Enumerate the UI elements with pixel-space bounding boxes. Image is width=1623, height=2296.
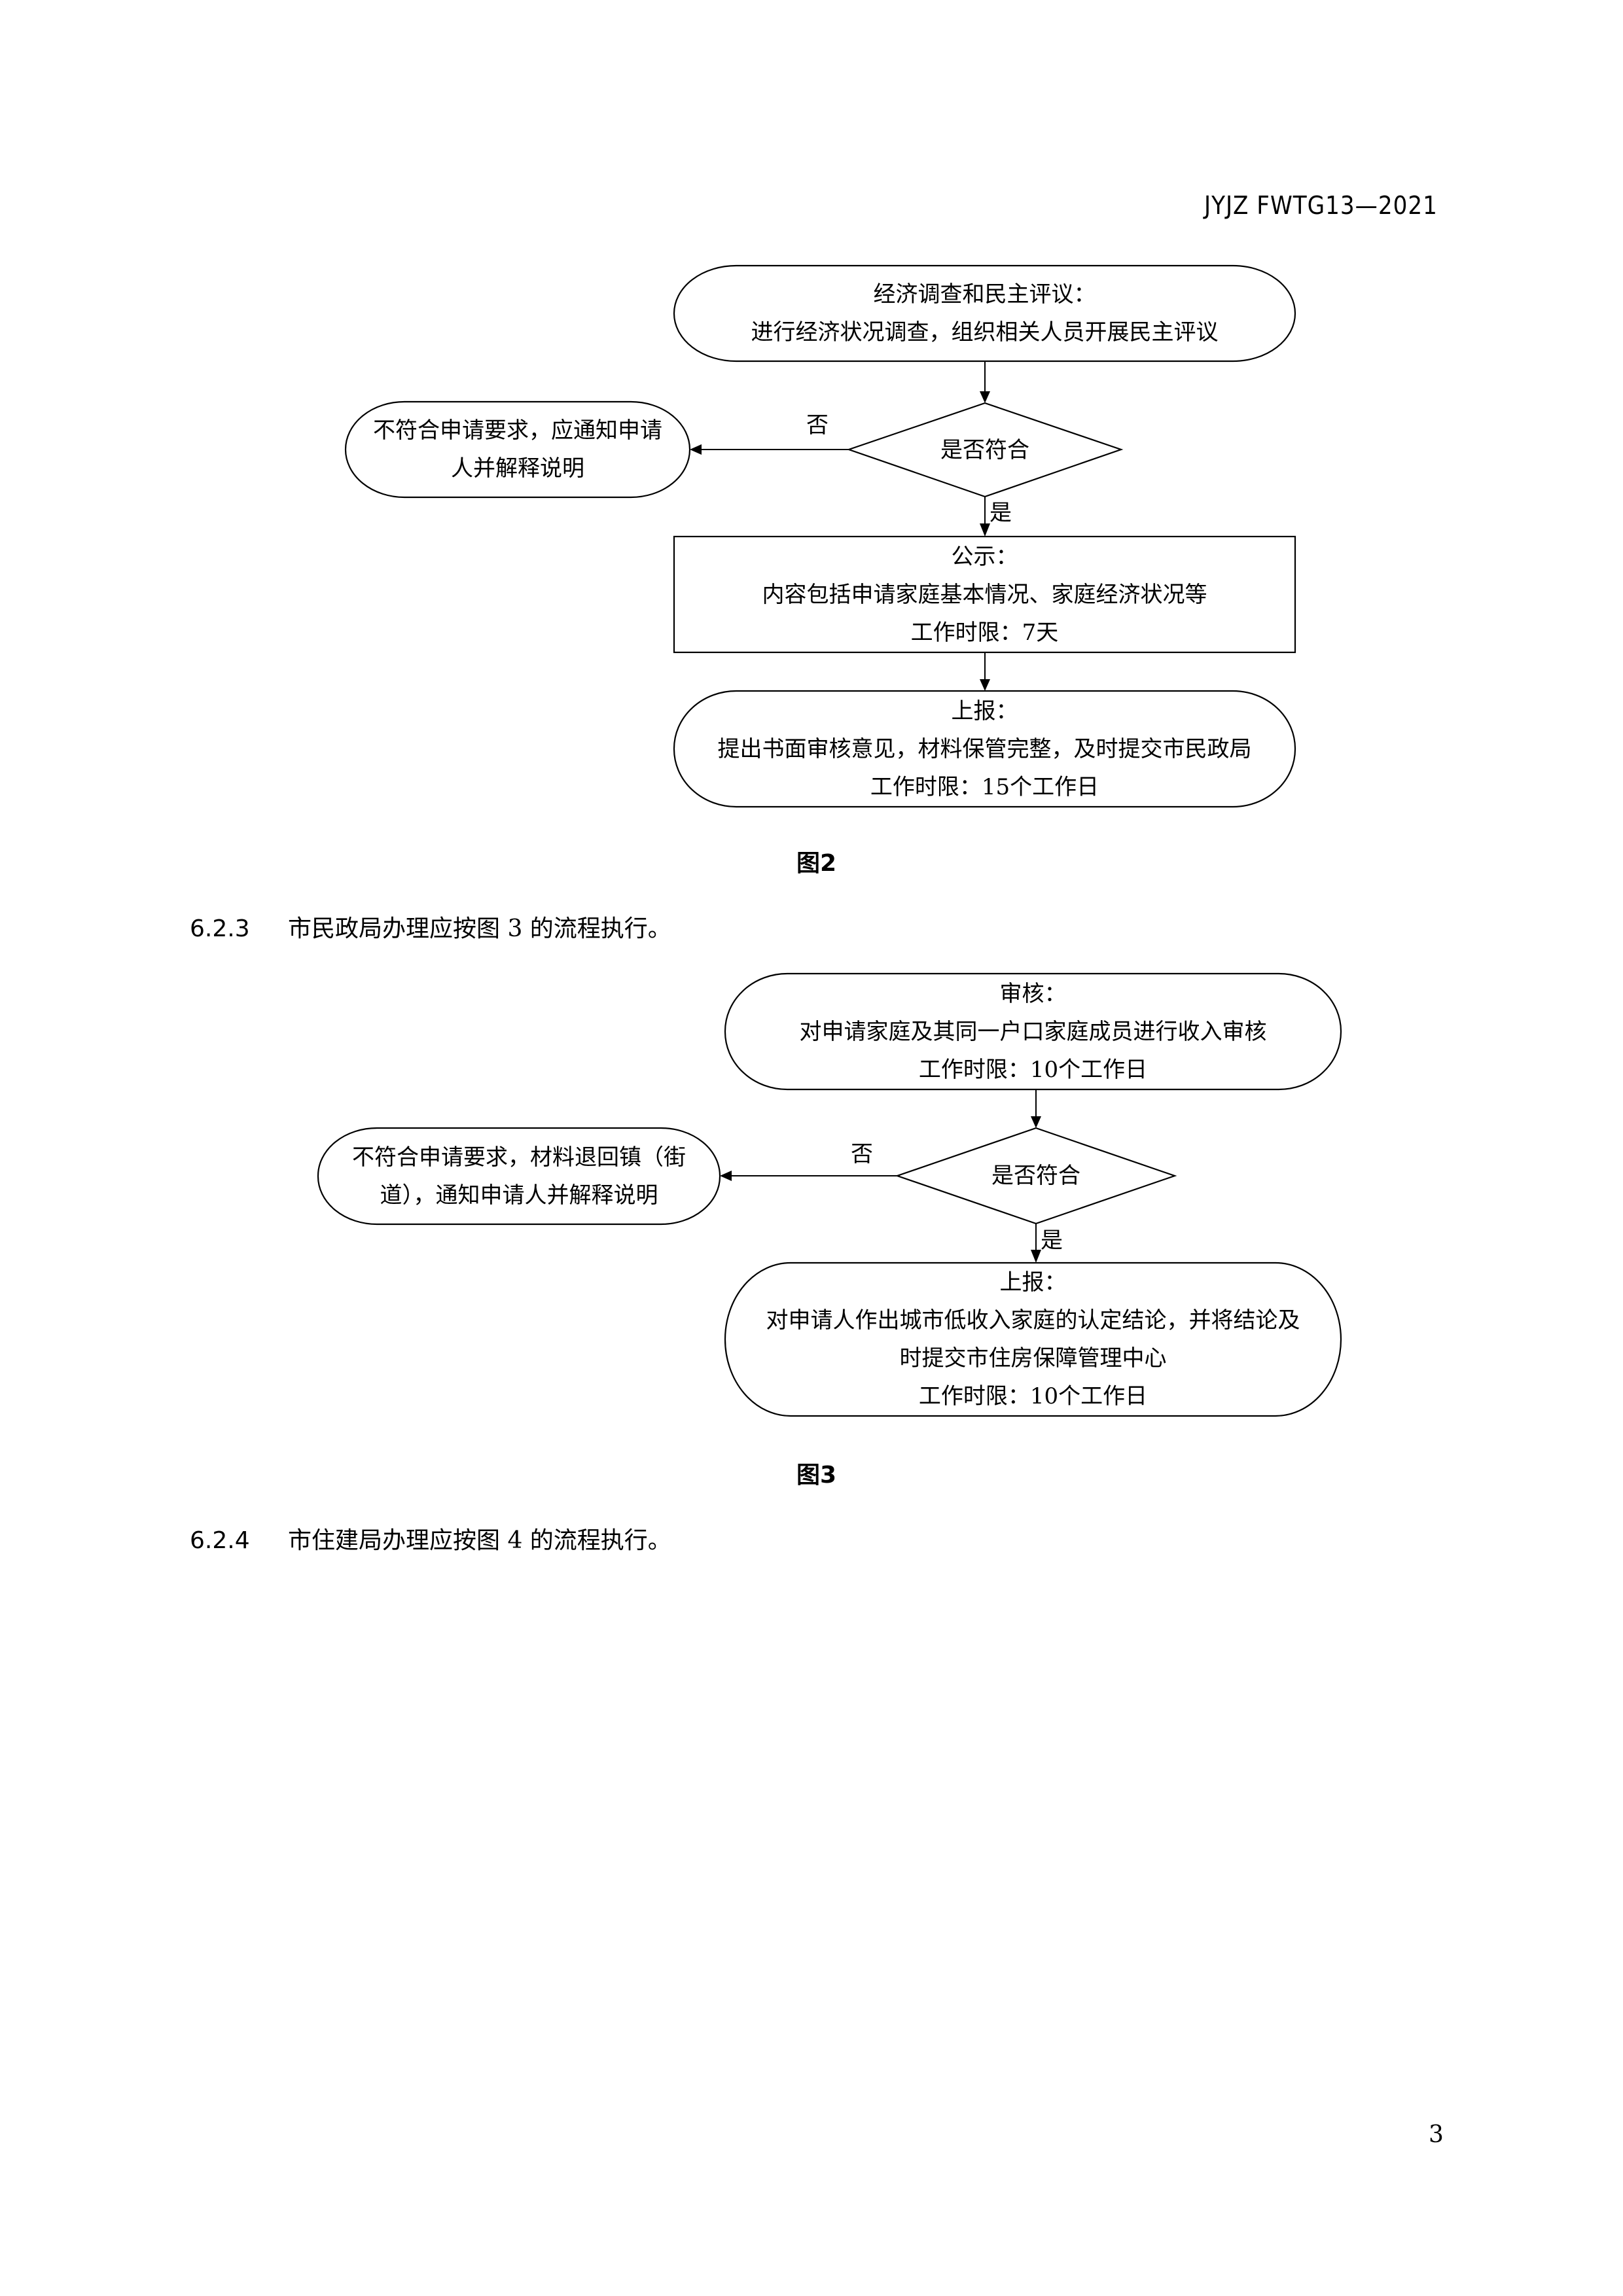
section-6-2-3-number: 6.2.3 [190, 915, 250, 942]
fig2-report-node-shape [673, 690, 1296, 808]
fig2-arrowhead-report [980, 679, 990, 691]
fig3-arrowhead-report [1031, 1250, 1041, 1263]
fig2-arrowhead-publicity [980, 523, 990, 537]
fig2-publicity-desc: 内容包括申请家庭基本情况、家庭经济状况等 [762, 581, 1207, 608]
fig3-arrowhead-decision [1031, 1116, 1041, 1128]
fig3-arrowhead-reject [720, 1171, 732, 1181]
fig3-reject-node: 不符合申请要求，材料退回镇（街 道），通知申请人并解释说明 [318, 1128, 720, 1224]
fig2-decision-node: 是否符合 [849, 403, 1121, 497]
figure3-caption: 图3 [796, 1462, 837, 1489]
fig3-report-node: 上报： 对申请人作出城市低收入家庭的认定结论，并将结论及 时提交市住房保障管理中… [725, 1263, 1341, 1416]
fig2-reject-node-shape [344, 400, 691, 499]
fig3-decision-node: 是否符合 [897, 1128, 1175, 1224]
page-number: 3 [1429, 2121, 1444, 2148]
fig3-report-desc-2: 时提交市住房保障管理中心 [899, 1345, 1167, 1371]
fig3-review-title: 审核： [999, 980, 1067, 1007]
fig2-survey-desc: 进行经济状况调查，组织相关人员开展民主评议 [751, 319, 1219, 345]
fig2-report-node: 上报： 提出书面审核意见，材料保管完整，及时提交市民政局 工作时限：15个工作日 [674, 691, 1295, 807]
fig2-publicity-node: 公示： 内容包括申请家庭基本情况、家庭经济状况等 工作时限：7天 [674, 537, 1295, 652]
fig3-review-desc: 对申请家庭及其同一户口家庭成员进行收入审核 [799, 1018, 1267, 1045]
section-6-2-4-number: 6.2.4 [190, 1527, 250, 1554]
fig2-arrowhead-decision [980, 391, 990, 403]
fig2-survey-node: 经济调查和民主评议： 进行经济状况调查，组织相关人员开展民主评议 [674, 266, 1295, 361]
fig2-reject-line-2: 人并解释说明 [451, 455, 584, 482]
fig3-report-desc-1: 对申请人作出城市低收入家庭的认定结论，并将结论及 [766, 1307, 1300, 1333]
fig3-reject-line-1: 不符合申请要求，材料退回镇（街 [352, 1144, 686, 1171]
fig2-publicity-node-shape [673, 535, 1296, 654]
fig3-report-title: 上报： [999, 1269, 1067, 1296]
fig2-publicity-title: 公示： [951, 543, 1018, 570]
section-6-2-4-text: 市住建局办理应按图 4 的流程执行。 [288, 1527, 671, 1554]
fig2-report-desc: 提出书面审核意见，材料保管完整，及时提交市民政局 [717, 735, 1252, 762]
fig2-report-title: 上报： [951, 698, 1018, 724]
fig3-no-label: 否 [851, 1141, 873, 1167]
fig3-decision-label: 是否符合 [991, 1163, 1080, 1189]
fig3-report-node-shape [724, 1262, 1342, 1417]
fig2-publicity-time-limit: 工作时限：7天 [910, 619, 1059, 646]
fig2-report-time-limit: 工作时限：15个工作日 [870, 773, 1099, 800]
fig2-arrowhead-reject [690, 444, 702, 455]
fig2-reject-node: 不符合申请要求，应通知申请 人并解释说明 [346, 402, 690, 497]
fig2-no-label: 否 [806, 412, 829, 438]
fig3-reject-node-shape [317, 1127, 721, 1226]
fig3-review-time-limit: 工作时限：10个工作日 [918, 1056, 1148, 1083]
section-6-2-3: 6.2.3 市民政局办理应按图 3 的流程执行。 [190, 910, 671, 944]
section-6-2-4: 6.2.4 市住建局办理应按图 4 的流程执行。 [190, 1521, 671, 1555]
fig2-decision-label: 是否符合 [940, 436, 1029, 463]
fig2-survey-title: 经济调查和民主评议： [873, 281, 1096, 308]
fig3-reject-line-2: 道），通知申请人并解释说明 [380, 1182, 658, 1209]
fig3-review-node-shape [724, 972, 1342, 1091]
fig3-yes-label: 是 [1041, 1227, 1063, 1254]
fig2-reject-line-1: 不符合申请要求，应通知申请 [373, 417, 662, 444]
fig3-report-time-limit: 工作时限：10个工作日 [918, 1383, 1148, 1409]
fig3-review-node: 审核： 对申请家庭及其同一户口家庭成员进行收入审核 工作时限：10个工作日 [725, 974, 1341, 1089]
figure2-caption: 图2 [796, 850, 837, 877]
document-code-header: JYJZ FWTG13—2021 [1204, 191, 1438, 220]
fig2-yes-label: 是 [990, 500, 1012, 526]
section-6-2-3-text: 市民政局办理应按图 3 的流程执行。 [288, 915, 671, 942]
